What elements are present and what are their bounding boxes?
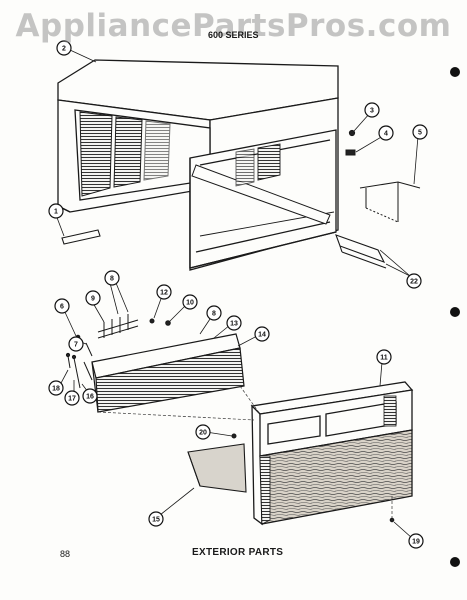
svg-text:10: 10 (186, 300, 194, 307)
svg-text:15: 15 (152, 517, 160, 524)
svg-text:18: 18 (52, 386, 60, 393)
callouts: 2 1 3 4 5 8 9 6 7 12 10 8 13 14 11 22 18… (48, 40, 428, 549)
svg-text:4: 4 (384, 131, 388, 138)
svg-text:12: 12 (160, 290, 168, 297)
callout-22: 22 (406, 273, 422, 289)
svg-text:9: 9 (91, 296, 95, 303)
callout-4: 4 (378, 125, 394, 141)
callout-12: 12 (156, 284, 172, 300)
part-1-strip (61, 229, 101, 245)
figure-caption: EXTERIOR PARTS (192, 547, 284, 558)
callout-19: 19 (408, 533, 424, 549)
callout-10: 10 (182, 294, 198, 310)
callout-8: 8 (104, 270, 120, 286)
part-15-panel (187, 443, 247, 493)
callout-13: 13 (226, 315, 242, 331)
svg-text:14: 14 (258, 332, 266, 339)
callout-15: 15 (148, 511, 164, 527)
page-number: 88 (60, 549, 71, 559)
callout-1: 1 (48, 203, 64, 219)
callout-6: 6 (54, 298, 70, 314)
part-5-panel (359, 181, 421, 223)
svg-text:13: 13 (230, 321, 238, 328)
svg-text:7: 7 (74, 342, 78, 349)
svg-text:20: 20 (199, 430, 207, 437)
svg-text:2: 2 (62, 46, 66, 53)
callout-18: 18 (48, 380, 64, 396)
callout-11: 11 (376, 349, 392, 365)
leader-lines (55, 49, 419, 539)
part-22-channel (335, 234, 387, 269)
callout-5: 5 (412, 124, 428, 140)
series-header: 600 SERIES (208, 30, 259, 40)
callout-3: 3 (364, 102, 380, 118)
svg-text:22: 22 (410, 279, 418, 286)
callout-7: 7 (68, 336, 84, 352)
callout-16: 16 (82, 388, 98, 404)
svg-text:8: 8 (212, 311, 216, 318)
callout-14: 14 (254, 326, 270, 342)
svg-text:16: 16 (86, 394, 94, 401)
part-14-grille (91, 333, 245, 413)
alignment-lines (97, 385, 393, 518)
registration-marks (450, 67, 460, 567)
svg-text:11: 11 (380, 355, 388, 362)
svg-text:1: 1 (54, 209, 58, 216)
callout-2: 2 (56, 40, 72, 56)
callout-8b: 8 (206, 305, 222, 321)
callout-17: 17 (64, 390, 80, 406)
svg-text:17: 17 (68, 396, 76, 403)
part-11-front-panel (250, 381, 414, 526)
svg-text:6: 6 (60, 304, 64, 311)
svg-text:8: 8 (110, 276, 114, 283)
callout-9: 9 (85, 290, 101, 306)
cabinet-side-louvers (79, 111, 171, 197)
callout-20: 20 (195, 424, 211, 440)
cabinet-rear-louvers (235, 143, 281, 187)
watermark: AppliancePartsPros.com (15, 8, 452, 44)
screws (65, 352, 93, 389)
svg-text:5: 5 (418, 130, 422, 137)
part-3-4-hardware (345, 129, 356, 156)
svg-text:19: 19 (412, 539, 420, 546)
svg-text:3: 3 (370, 108, 374, 115)
